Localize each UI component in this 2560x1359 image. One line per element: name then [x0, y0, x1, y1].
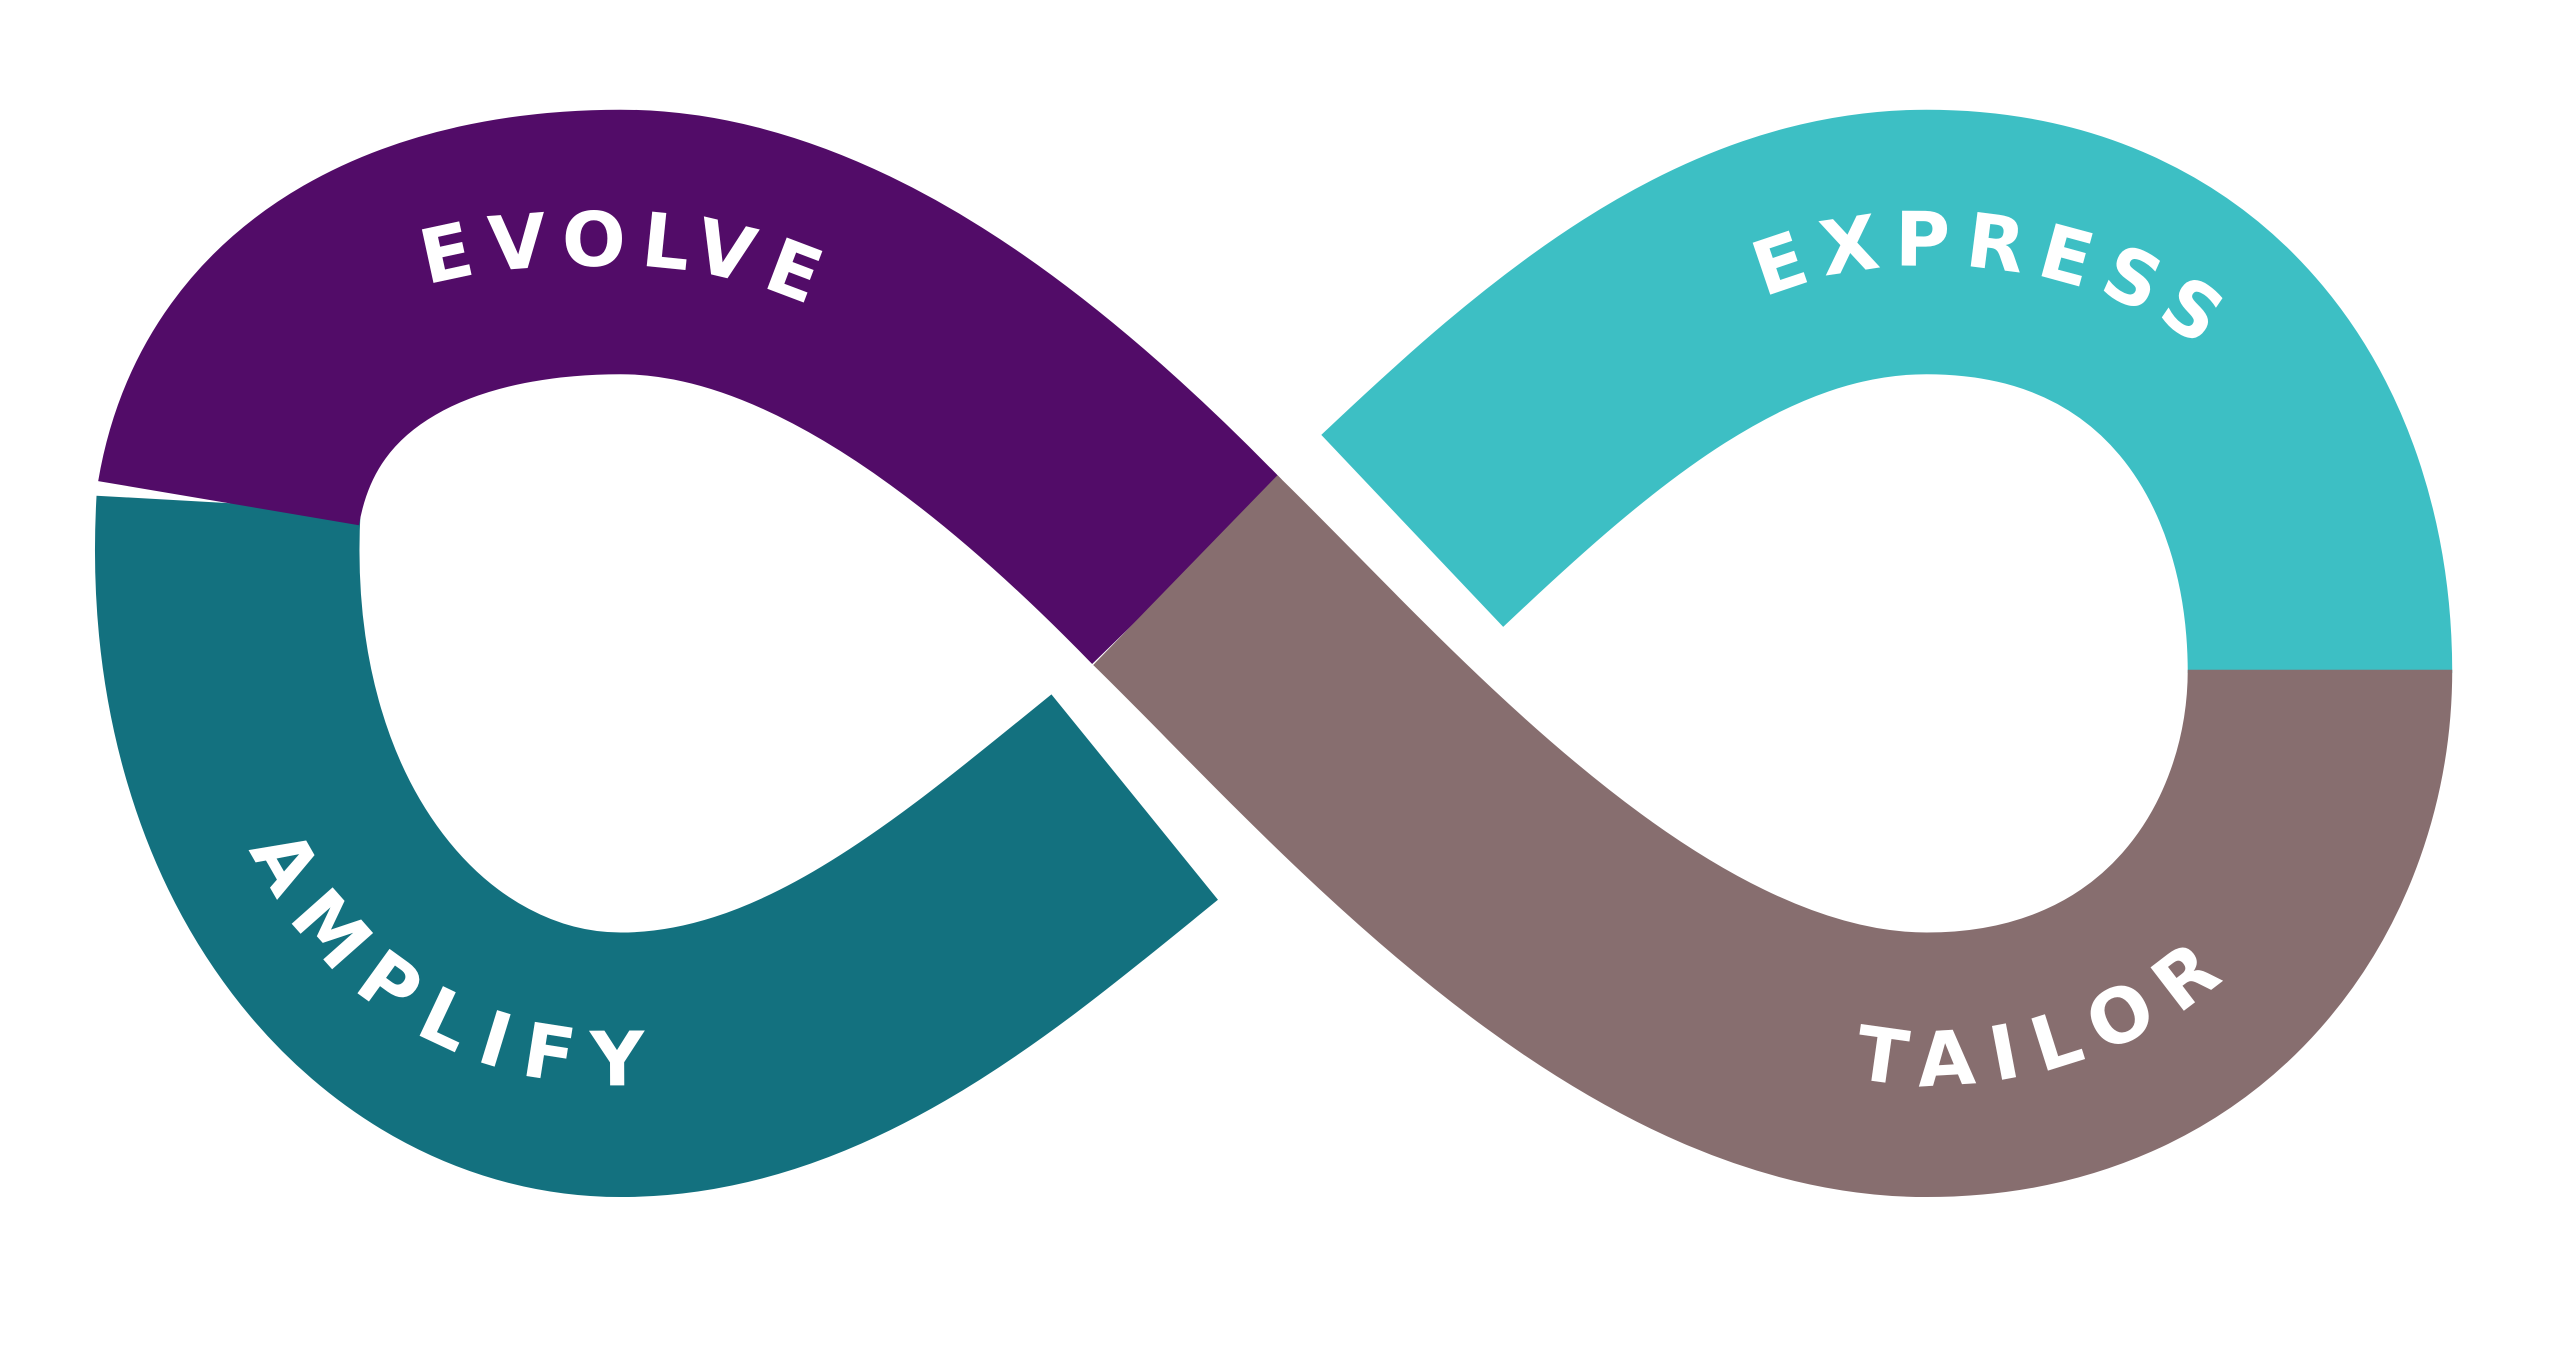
express-segment — [1321, 109, 2453, 676]
amplify-segment — [95, 495, 1218, 1198]
evolve-segment — [98, 109, 1282, 664]
tailor-segment — [1093, 475, 2453, 1198]
